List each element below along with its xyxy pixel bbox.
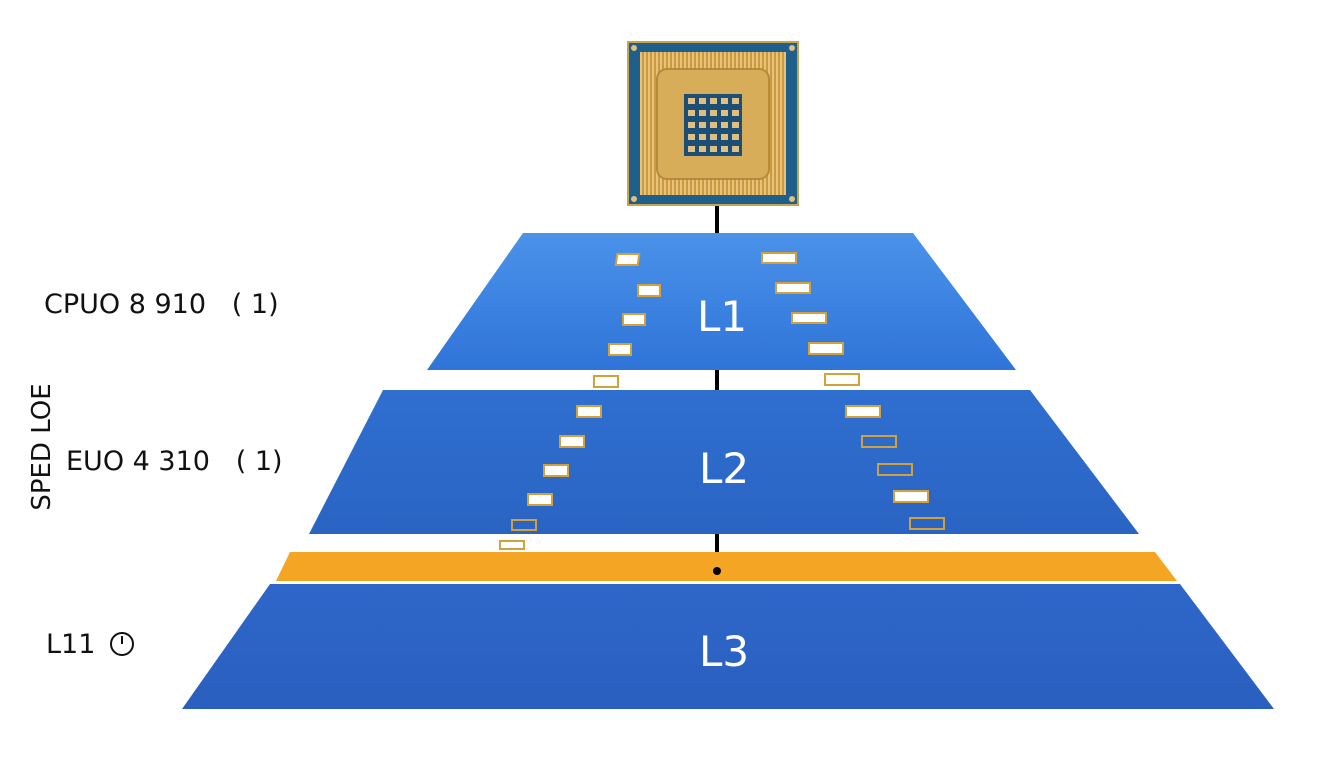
side-label-row2: EUO 4 310 ( 1) (66, 446, 283, 477)
side-label-row1: CPUO 8 910 ( 1) (44, 289, 279, 320)
side-label-row3: L11 (46, 629, 96, 660)
connector-dot (713, 567, 721, 575)
right-data-blocks (761, 252, 945, 530)
layer-l1-label: L1 (697, 292, 747, 341)
clock-icon (110, 632, 134, 656)
cpu-chip-icon (627, 41, 799, 206)
layer-l3 (182, 584, 1274, 709)
left-data-blocks (499, 253, 661, 550)
layer-l1 (427, 233, 1016, 370)
layer-l3-label: L3 (699, 627, 749, 676)
orange-bus-band (276, 552, 1177, 581)
speed-axis-label: SPED LOE (27, 383, 57, 511)
layer-l2-label: L2 (699, 444, 749, 493)
layer-l2 (309, 390, 1139, 534)
